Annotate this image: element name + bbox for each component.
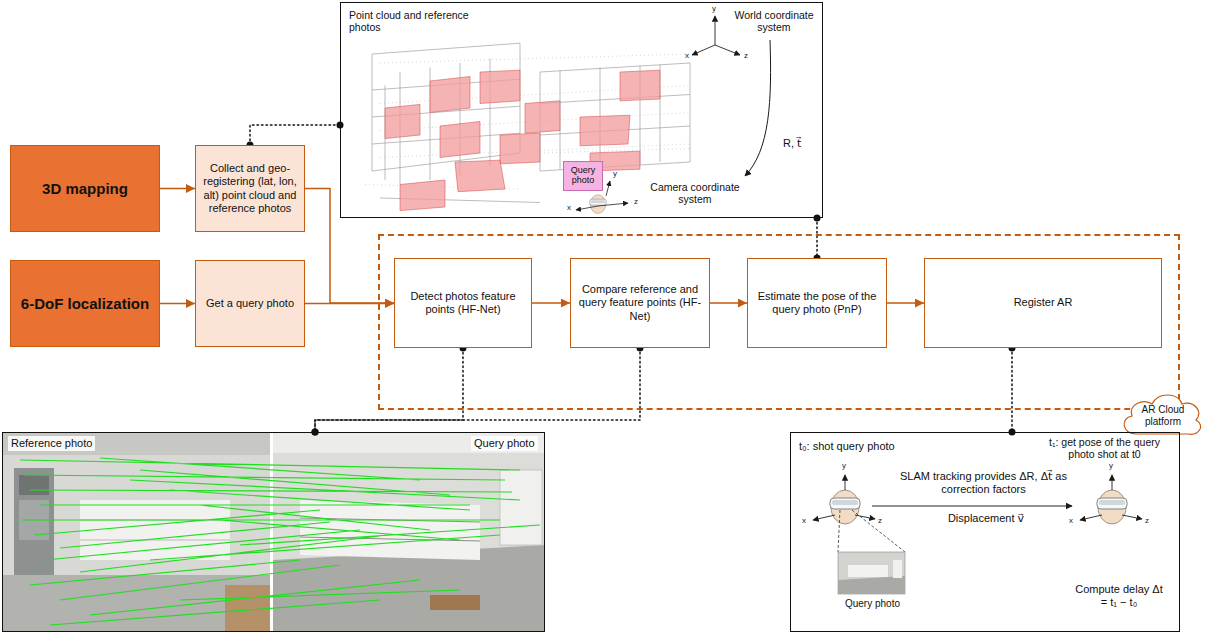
axis-label: x — [567, 204, 571, 212]
connector — [710, 303, 747, 304]
stage-box: 6-DoF localization — [10, 260, 160, 347]
panel-text: Reference photo — [8, 436, 95, 451]
connector-line — [532, 302, 570, 304]
box-text: Detect photos feature points (HF-Net) — [400, 290, 526, 316]
point-cloud-dots — [365, 54, 690, 189]
connector-line — [816, 218, 818, 258]
view-lines — [838, 510, 905, 552]
box-text: Get a query photo — [206, 297, 294, 310]
process-box: Register AR — [924, 258, 1162, 348]
box-text: Estimate the pose of the query photo (Pn… — [753, 290, 881, 316]
axis-label: y — [842, 462, 846, 470]
reference-photo-frames — [385, 70, 660, 210]
process-box: Collect and geo-registering (lat, lon, a… — [195, 145, 305, 232]
connector-line — [250, 125, 340, 145]
panel-text: t₁: get pose of the query photo shot at … — [1036, 436, 1173, 461]
process-box: Get a query photo — [195, 260, 305, 347]
matching-photo — [3, 433, 545, 632]
photo-panel: Reference photo Query photo — [2, 432, 545, 632]
connector — [814, 215, 821, 262]
box-text: 3D mapping — [42, 180, 128, 198]
world-axes — [692, 16, 740, 55]
headset-user — [1080, 475, 1142, 524]
axis-label: x — [1069, 517, 1073, 525]
connector-dot — [814, 215, 821, 222]
panel-text: AR Cloud platform — [1132, 404, 1194, 428]
connector — [1009, 345, 1016, 436]
stage-box: 3D mapping — [10, 145, 160, 232]
panel-text: SLAM tracking provides ΔR, Δt⃗ as correc… — [896, 470, 1071, 496]
connector — [305, 303, 394, 304]
process-box: Estimate the pose of the query photo (Pn… — [747, 258, 887, 348]
process-box: Detect photos feature points (HF-Net) — [394, 258, 532, 348]
axis-label: y — [712, 5, 716, 13]
axis-label: y — [613, 170, 617, 178]
box-text: Query photo — [566, 166, 600, 186]
box-text: Collect and geo-registering (lat, lon, a… — [201, 162, 299, 215]
tracking-panel: t₀: shot query photo t₁: get pose of the … — [790, 432, 1180, 632]
connector-line — [1011, 348, 1013, 432]
connector-line — [315, 348, 640, 432]
platform-region: AR Cloud platformDetect photos feature p… — [378, 234, 1180, 410]
axis-label: z — [634, 198, 638, 206]
panel-text: World coordinate system — [729, 9, 819, 34]
connector — [887, 303, 924, 304]
headset-user — [813, 475, 875, 524]
point-cloud — [365, 43, 690, 210]
axis-label: y — [1109, 462, 1113, 470]
panel-text: Compute delay Δt = t₁ − t₀ — [1071, 583, 1167, 609]
feature-matches — [20, 458, 540, 625]
connector — [312, 345, 644, 436]
axis-label: x — [802, 517, 806, 525]
panel-text: Displacement v⃗ — [926, 512, 1046, 525]
connector — [312, 345, 467, 436]
box-text: Register AR — [1014, 296, 1073, 309]
panel-text: R, t⃗ — [783, 137, 823, 150]
illustration-panel: Point cloud and reference photos World co… — [340, 2, 823, 218]
cloud-outline — [1124, 395, 1200, 434]
axis-label: z — [744, 52, 748, 60]
point-cloud-lines — [372, 43, 690, 202]
panel-text: Camera coordinate system — [649, 181, 741, 206]
connector — [160, 188, 195, 189]
axis-label: x — [685, 52, 689, 60]
headset-user — [590, 195, 607, 214]
connector-line — [305, 303, 394, 305]
box-text: Compare reference and query feature poin… — [576, 283, 704, 323]
connector — [532, 303, 570, 304]
axis-label: z — [1145, 517, 1149, 525]
query-photo-marker: Query photo — [563, 161, 603, 191]
panel-text: Query photo — [471, 436, 538, 451]
process-box: Compare reference and query feature poin… — [570, 258, 710, 348]
connector — [305, 189, 394, 304]
panel-text: Query photo — [835, 598, 910, 610]
connector — [160, 303, 195, 304]
box-text: 6-DoF localization — [21, 295, 149, 313]
connector-line — [160, 188, 195, 190]
panel-text: t₀: shot query photo — [799, 440, 999, 453]
query-thumbnail — [838, 552, 905, 594]
connector-line — [710, 302, 747, 304]
displacement-arrow — [872, 506, 1072, 507]
axis-label: z — [878, 517, 882, 525]
connector-line — [305, 189, 394, 304]
panel-text: Point cloud and reference photos — [349, 9, 479, 34]
connector-line — [887, 302, 924, 304]
transform-arrow — [745, 40, 771, 176]
connector-line — [160, 303, 195, 305]
